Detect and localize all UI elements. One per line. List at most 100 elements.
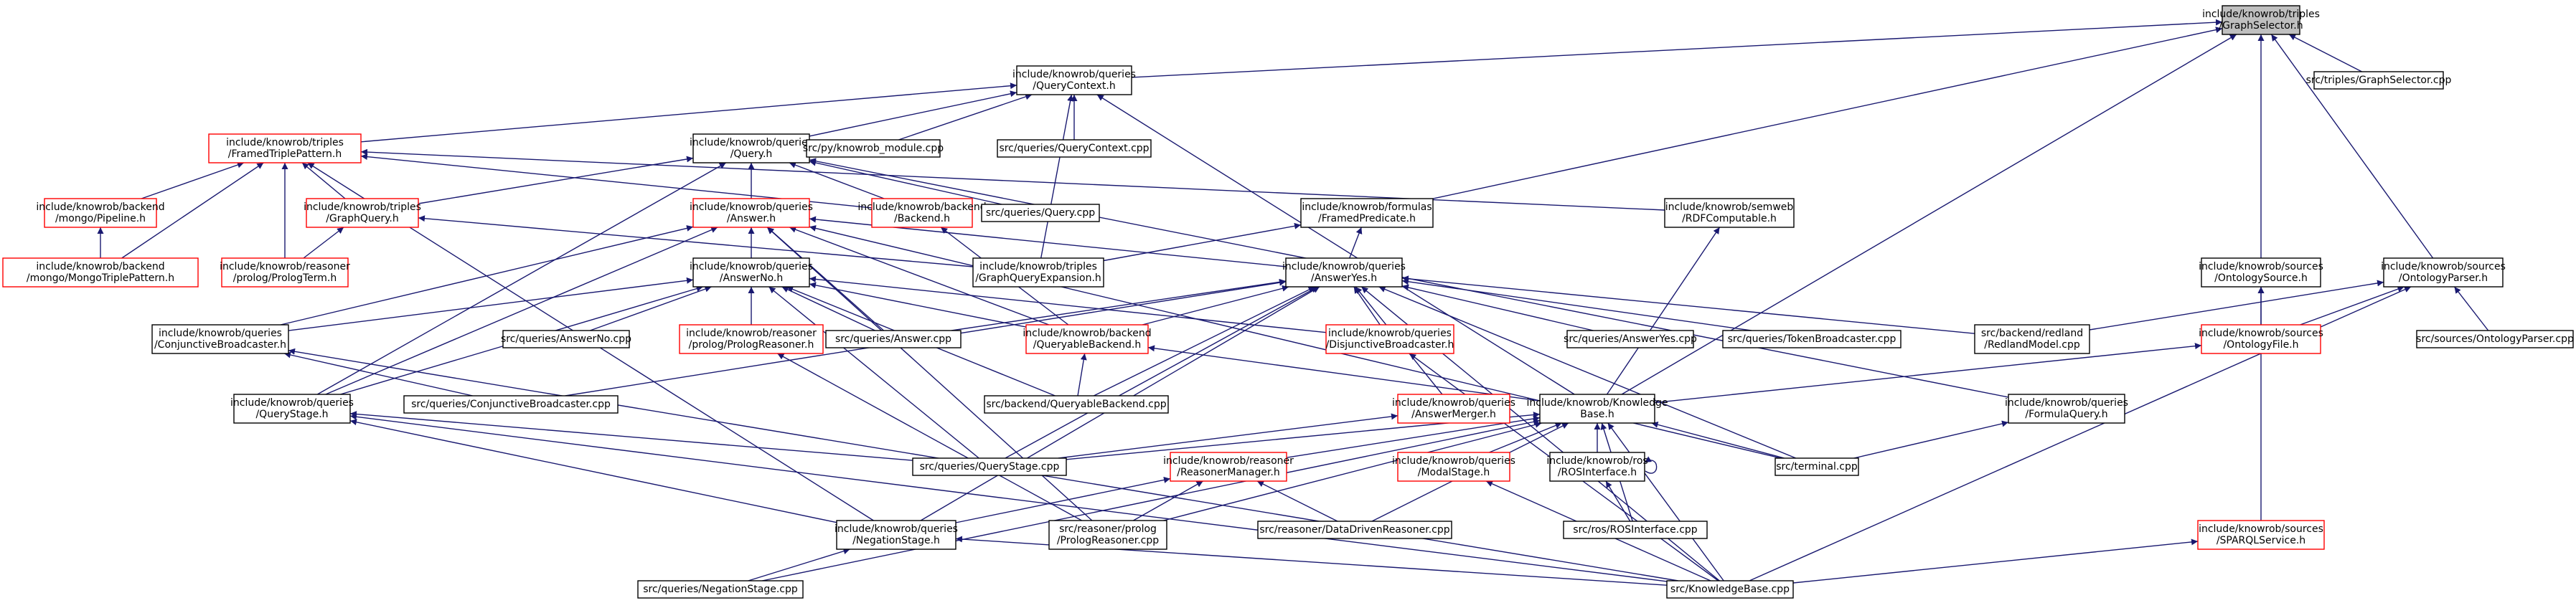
file-node-label: include/knowrob/semweb: [1665, 201, 1794, 213]
file-node[interactable]: src/py/knowrob_module.cpp: [803, 139, 944, 158]
dependency-edge-group: [1792, 538, 2199, 584]
dependency-edge: [2300, 285, 2405, 326]
file-node-box: [1025, 324, 1149, 354]
file-node[interactable]: src/queries/Query.cpp: [981, 204, 1100, 222]
dependency-edge-group: [2270, 34, 2434, 259]
dependency-edge-group: [1651, 421, 1785, 459]
file-node[interactable]: include/knowrob/reasoner/prolog/PrologRe…: [679, 324, 824, 354]
file-node-label: /QueryContext.h: [1033, 80, 1115, 92]
dependency-edge: [360, 82, 1017, 143]
dependency-edge: [898, 93, 1033, 141]
file-node[interactable]: src/terminal.cpp: [1774, 457, 1859, 476]
file-node[interactable]: src/queries/QueryStage.cpp: [912, 457, 1067, 476]
dependency-edge: [2089, 280, 2384, 331]
file-node[interactable]: include/knowrob/triples/GraphQueryExpans…: [972, 257, 1104, 288]
file-node[interactable]: include/knowrob/backend/mongo/Pipeline.h: [36, 198, 165, 228]
file-node[interactable]: src/queries/AnswerYes.cpp: [1564, 330, 1697, 348]
file-node-label: Base.h: [1580, 409, 1614, 420]
file-node[interactable]: include/knowrob/formulas/FramedPredicate…: [1300, 198, 1434, 228]
file-node[interactable]: src/queries/QueryContext.cpp: [997, 139, 1152, 158]
file-node[interactable]: include/knowrob/queries/Answer.h: [690, 198, 813, 228]
dependency-edge-group: [1353, 286, 1381, 326]
file-node[interactable]: src/ros/ROSInterface.cpp: [1563, 521, 1708, 539]
dependency-edge: [349, 411, 913, 461]
file-node[interactable]: src/backend/QueryableBackend.cpp: [984, 395, 1169, 414]
file-node[interactable]: include/knowrob/reasoner/ReasonerManager…: [1163, 452, 1294, 482]
file-node-box: [1974, 324, 2090, 354]
file-node-label: /GraphQueryExpansion.h: [975, 272, 1101, 284]
file-node[interactable]: include/knowrob/queries/Query.h: [690, 133, 813, 163]
file-node[interactable]: include/knowrob/triples/FramedTriplePatt…: [208, 133, 362, 163]
file-node[interactable]: include/knowrob/backend/Backend.h: [857, 198, 987, 228]
file-node[interactable]: include/knowrob/KnowledgeBase.h: [1526, 394, 1668, 424]
file-node[interactable]: include/knowrob/queries/NegationStage.h: [835, 520, 958, 550]
file-node-box: [679, 324, 824, 354]
file-node-label: /GraphQuery.h: [326, 213, 399, 224]
file-node-label: /FramedTriplePattern.h: [228, 148, 342, 160]
file-node[interactable]: src/reasoner/prolog/PrologReasoner.cpp: [1048, 520, 1167, 550]
dependency-edge: [1651, 421, 1785, 459]
file-node[interactable]: include/knowrob/queries/AnswerMerger.h: [1392, 394, 1515, 424]
dependency-edge: [121, 162, 264, 259]
dependency-edge: [1256, 480, 1338, 522]
file-node-label: /QueryableBackend.h: [1033, 339, 1141, 351]
dependency-edge: [280, 225, 694, 326]
file-node[interactable]: include/knowrob/queries/DisjunctiveBroad…: [1325, 324, 1454, 354]
file-node-label: src/queries/AnswerYes.cpp: [1564, 333, 1697, 345]
dependency-edge-group: [1606, 227, 1721, 395]
dependency-edge: [1096, 94, 1575, 395]
dependency-edge: [951, 278, 1287, 331]
dependency-edge-group: [1654, 343, 2202, 404]
file-node[interactable]: include/knowrob/sources/OntologySource.h: [2199, 257, 2323, 288]
file-node[interactable]: include/knowrob/sources/OntologyFile.h: [2199, 324, 2323, 354]
dependency-edge-group: [349, 411, 913, 461]
dependency-edge-group: [1096, 94, 1575, 395]
file-node[interactable]: include/knowrob/triples/GraphQuery.h: [304, 198, 421, 228]
file-node[interactable]: include/knowrob/semweb/RDFComputable.h: [1664, 198, 1795, 228]
file-node[interactable]: include/knowrob/queries/AnswerYes.h: [1282, 257, 1406, 288]
dependency-edge-group: [1432, 27, 2223, 199]
file-node[interactable]: include/knowrob/sources/OntologyParser.h: [2381, 257, 2506, 288]
file-node[interactable]: include/knowrob/queries/ConjunctiveBroad…: [151, 324, 289, 354]
file-node[interactable]: src/queries/Answer.cpp: [825, 330, 962, 348]
file-node[interactable]: src/triples/GraphSelector.cpp: [2306, 71, 2452, 90]
file-node[interactable]: include/knowrob/queries/QueryContext.h: [1012, 65, 1136, 95]
file-node[interactable]: src/reasoner/DataDrivenReasoner.cpp: [1257, 521, 1452, 539]
file-node-box: [1664, 198, 1795, 228]
file-node[interactable]: src/sources/OntologyParser.cpp: [2416, 330, 2574, 348]
file-node-label: /ModalStage.h: [1418, 467, 1490, 478]
dependency-edge: [1353, 286, 1381, 326]
file-node-label: include/knowrob/queries: [1392, 397, 1515, 409]
file-node-label: src/queries/QueryContext.cpp: [999, 143, 1149, 154]
file-node[interactable]: src/queries/TokenBroadcaster.cpp: [1722, 330, 1902, 348]
file-node[interactable]: include/knowrob/queries/FormulaQuery.h: [2005, 394, 2128, 424]
file-node[interactable]: include/knowrob/reasoner/prolog/PrologTe…: [220, 257, 350, 288]
file-node[interactable]: include/knowrob/triples/GraphSelector.h: [2202, 5, 2320, 35]
file-node[interactable]: src/queries/ConjunctiveBroadcaster.cpp: [403, 395, 619, 414]
file-node[interactable]: include/knowrob/backend/QueryableBackend…: [1023, 324, 1152, 354]
file-node-label: src/queries/Answer.cpp: [835, 333, 951, 345]
file-node[interactable]: src/backend/redland/RedlandModel.cpp: [1974, 324, 2090, 354]
file-node-box: [1666, 580, 1794, 599]
file-node-label: /ROSInterface.h: [1558, 467, 1637, 478]
file-node[interactable]: src/queries/AnswerNo.cpp: [501, 330, 631, 348]
file-node[interactable]: include/knowrob/sources/SPARQLService.h: [2197, 520, 2325, 550]
dependency-edge: [809, 282, 1027, 328]
file-node[interactable]: include/knowrob/queries/ModalStage.h: [1392, 452, 1515, 482]
dependency-edge: [141, 161, 245, 199]
file-node[interactable]: include/knowrob/ros/ROSInterface.h: [1546, 452, 1648, 482]
file-node[interactable]: include/knowrob/queries/QueryStage.h: [230, 394, 354, 424]
dependency-edge-group: [951, 278, 1287, 331]
dependency-edge: [1644, 456, 1658, 474]
file-node[interactable]: src/KnowledgeBase.cpp: [1666, 580, 1794, 599]
dependency-edge: [303, 227, 344, 259]
dependency-edge: [301, 162, 346, 199]
dependency-edge-group: [1605, 480, 1631, 522]
file-node[interactable]: include/knowrob/backend/mongo/MongoTripl…: [2, 257, 199, 288]
file-node-label: /ConjunctiveBroadcaster.h: [154, 339, 286, 351]
file-node-label: /OntologySource.h: [2214, 272, 2308, 284]
file-node-box: [1300, 198, 1434, 228]
file-node-label: src/queries/TokenBroadcaster.cpp: [1728, 333, 1896, 345]
file-node[interactable]: src/queries/NegationStage.cpp: [637, 580, 804, 599]
file-node[interactable]: include/knowrob/queries/AnswerNo.h: [690, 257, 813, 288]
